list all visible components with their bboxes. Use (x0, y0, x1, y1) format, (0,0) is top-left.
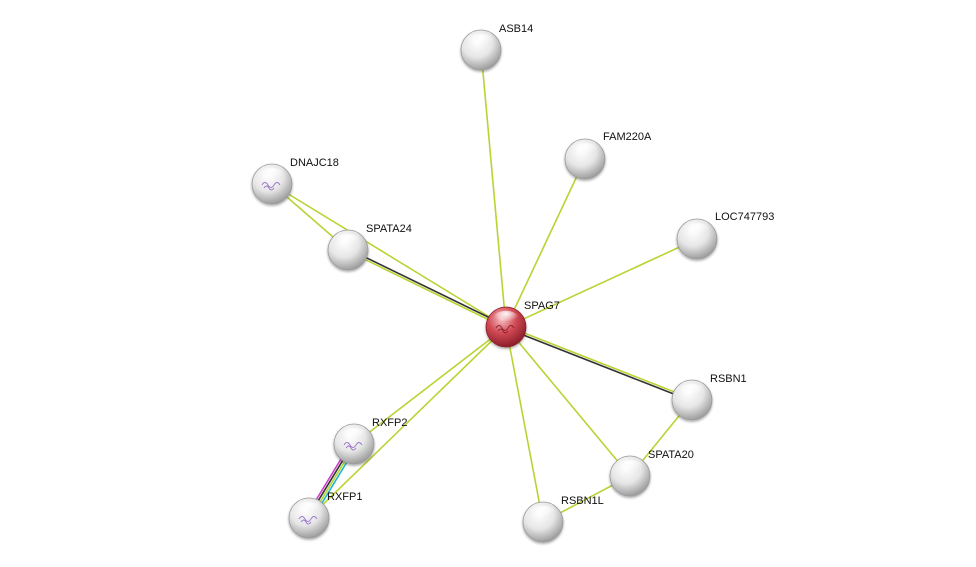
node-highlight (530, 505, 556, 521)
edge-spag7-fam220a (505, 158, 586, 328)
node-spag7[interactable] (485, 306, 527, 348)
node-loc747793[interactable] (676, 218, 718, 260)
node-label-fam220a: FAM220A (603, 131, 652, 143)
node-rsbn1[interactable] (671, 379, 713, 421)
node-highlight (341, 427, 367, 443)
nodes-layer (251, 29, 718, 543)
node-highlight (259, 167, 285, 183)
edge-evidence-line (505, 325, 694, 400)
node-spata24[interactable] (327, 229, 369, 271)
edge-evidence-line (346, 250, 507, 329)
structure-glyph-icon (298, 516, 318, 525)
edge-spag7-loc747793 (505, 238, 698, 328)
node-spata20[interactable] (609, 455, 651, 497)
node-fam220a[interactable] (564, 138, 606, 180)
node-label-spata20: SPATA20 (648, 449, 694, 461)
edge-spag7-spata24 (346, 248, 508, 329)
node-asb14[interactable] (460, 29, 502, 71)
edge-spag7-asb14 (480, 49, 507, 328)
structure-glyph-icon (495, 325, 515, 334)
node-dnajc18[interactable] (251, 163, 293, 205)
node-highlight (335, 233, 361, 249)
edge-evidence-line (504, 327, 693, 402)
edge-evidence-line (505, 238, 698, 328)
node-highlight (684, 222, 710, 238)
structure-glyph-icon (343, 442, 363, 451)
edge-spag7-spata20 (505, 326, 631, 477)
edge-spag7-rxfp1 (308, 326, 507, 519)
node-rsbn1l[interactable] (522, 501, 564, 543)
edge-spag7-rsbn1l (505, 326, 544, 523)
node-label-asb14: ASB14 (499, 23, 533, 35)
node-label-rsbn1l: RSBN1L (561, 495, 604, 507)
node-highlight (468, 33, 494, 49)
edge-evidence-line (308, 326, 507, 519)
node-label-rxfp2: RXFP2 (372, 417, 407, 429)
edge-evidence-line (505, 158, 586, 328)
node-highlight (679, 383, 705, 399)
edge-evidence-line (480, 49, 507, 328)
edge-spag7-dnajc18 (271, 183, 507, 328)
edge-evidence-line (271, 183, 507, 328)
node-label-spata24: SPATA24 (366, 223, 412, 235)
node-highlight (572, 142, 598, 158)
edge-evidence-line (505, 326, 631, 477)
node-highlight (617, 459, 643, 475)
node-label-spag7: SPAG7 (524, 300, 560, 312)
node-label-rxfp1: RXFP1 (327, 491, 362, 503)
edge-evidence-line (505, 326, 544, 523)
node-label-loc747793: LOC747793 (715, 211, 774, 223)
node-highlight (296, 501, 322, 517)
node-highlight (493, 310, 519, 326)
edge-evidence-line (347, 248, 508, 327)
edge-spag7-rxfp2 (353, 326, 507, 445)
edge-spag7-rsbn1 (504, 325, 694, 402)
edge-evidence-line (353, 326, 507, 445)
node-label-dnajc18: DNAJC18 (290, 157, 339, 169)
node-rxfp1[interactable] (288, 497, 330, 539)
node-label-rsbn1: RSBN1 (710, 373, 747, 385)
structure-glyph-icon (261, 182, 281, 191)
node-rxfp2[interactable] (333, 423, 375, 465)
